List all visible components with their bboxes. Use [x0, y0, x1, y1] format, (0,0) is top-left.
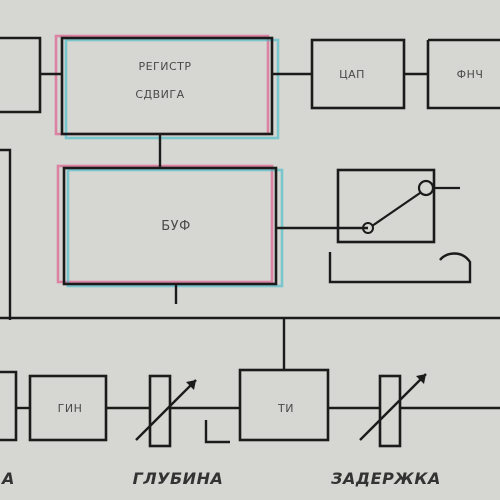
ghost-layer: [54, 34, 284, 288]
left-caption-fragment: А: [0, 469, 15, 488]
potentiometer-icon: [135, 374, 240, 448]
pulse-generator-label: ТИ: [277, 402, 294, 415]
oscillator-block: ГИН: [16, 374, 150, 442]
lpf-label: ФНЧ: [457, 68, 484, 81]
buffer-block: БУФ: [62, 166, 278, 286]
shift-register-block: РЕГИСТР СДВИГА: [60, 36, 274, 136]
depth-caption: ГЛУБИНА: [133, 469, 224, 488]
switch-block: [276, 168, 472, 284]
switch-icon: [362, 179, 460, 234]
potentiometer-icon: [359, 373, 500, 448]
register-label-line1: РЕГИСТР: [138, 60, 191, 73]
lpf-block: ФНЧ: [404, 38, 500, 110]
left-partial-block: [0, 36, 62, 320]
dac-block: ЦАП: [272, 38, 406, 110]
register-label-line2: СДВИГА: [135, 88, 184, 101]
bottom-left-partial-block: [0, 370, 18, 442]
pulse-generator-block: ТИ: [238, 368, 380, 442]
buffer-label: БУФ: [161, 219, 191, 234]
dac-label: ЦАП: [339, 68, 365, 81]
delay-caption: ЗАДЕРЖКА: [330, 469, 441, 488]
oscillator-label: ГИН: [58, 402, 83, 415]
